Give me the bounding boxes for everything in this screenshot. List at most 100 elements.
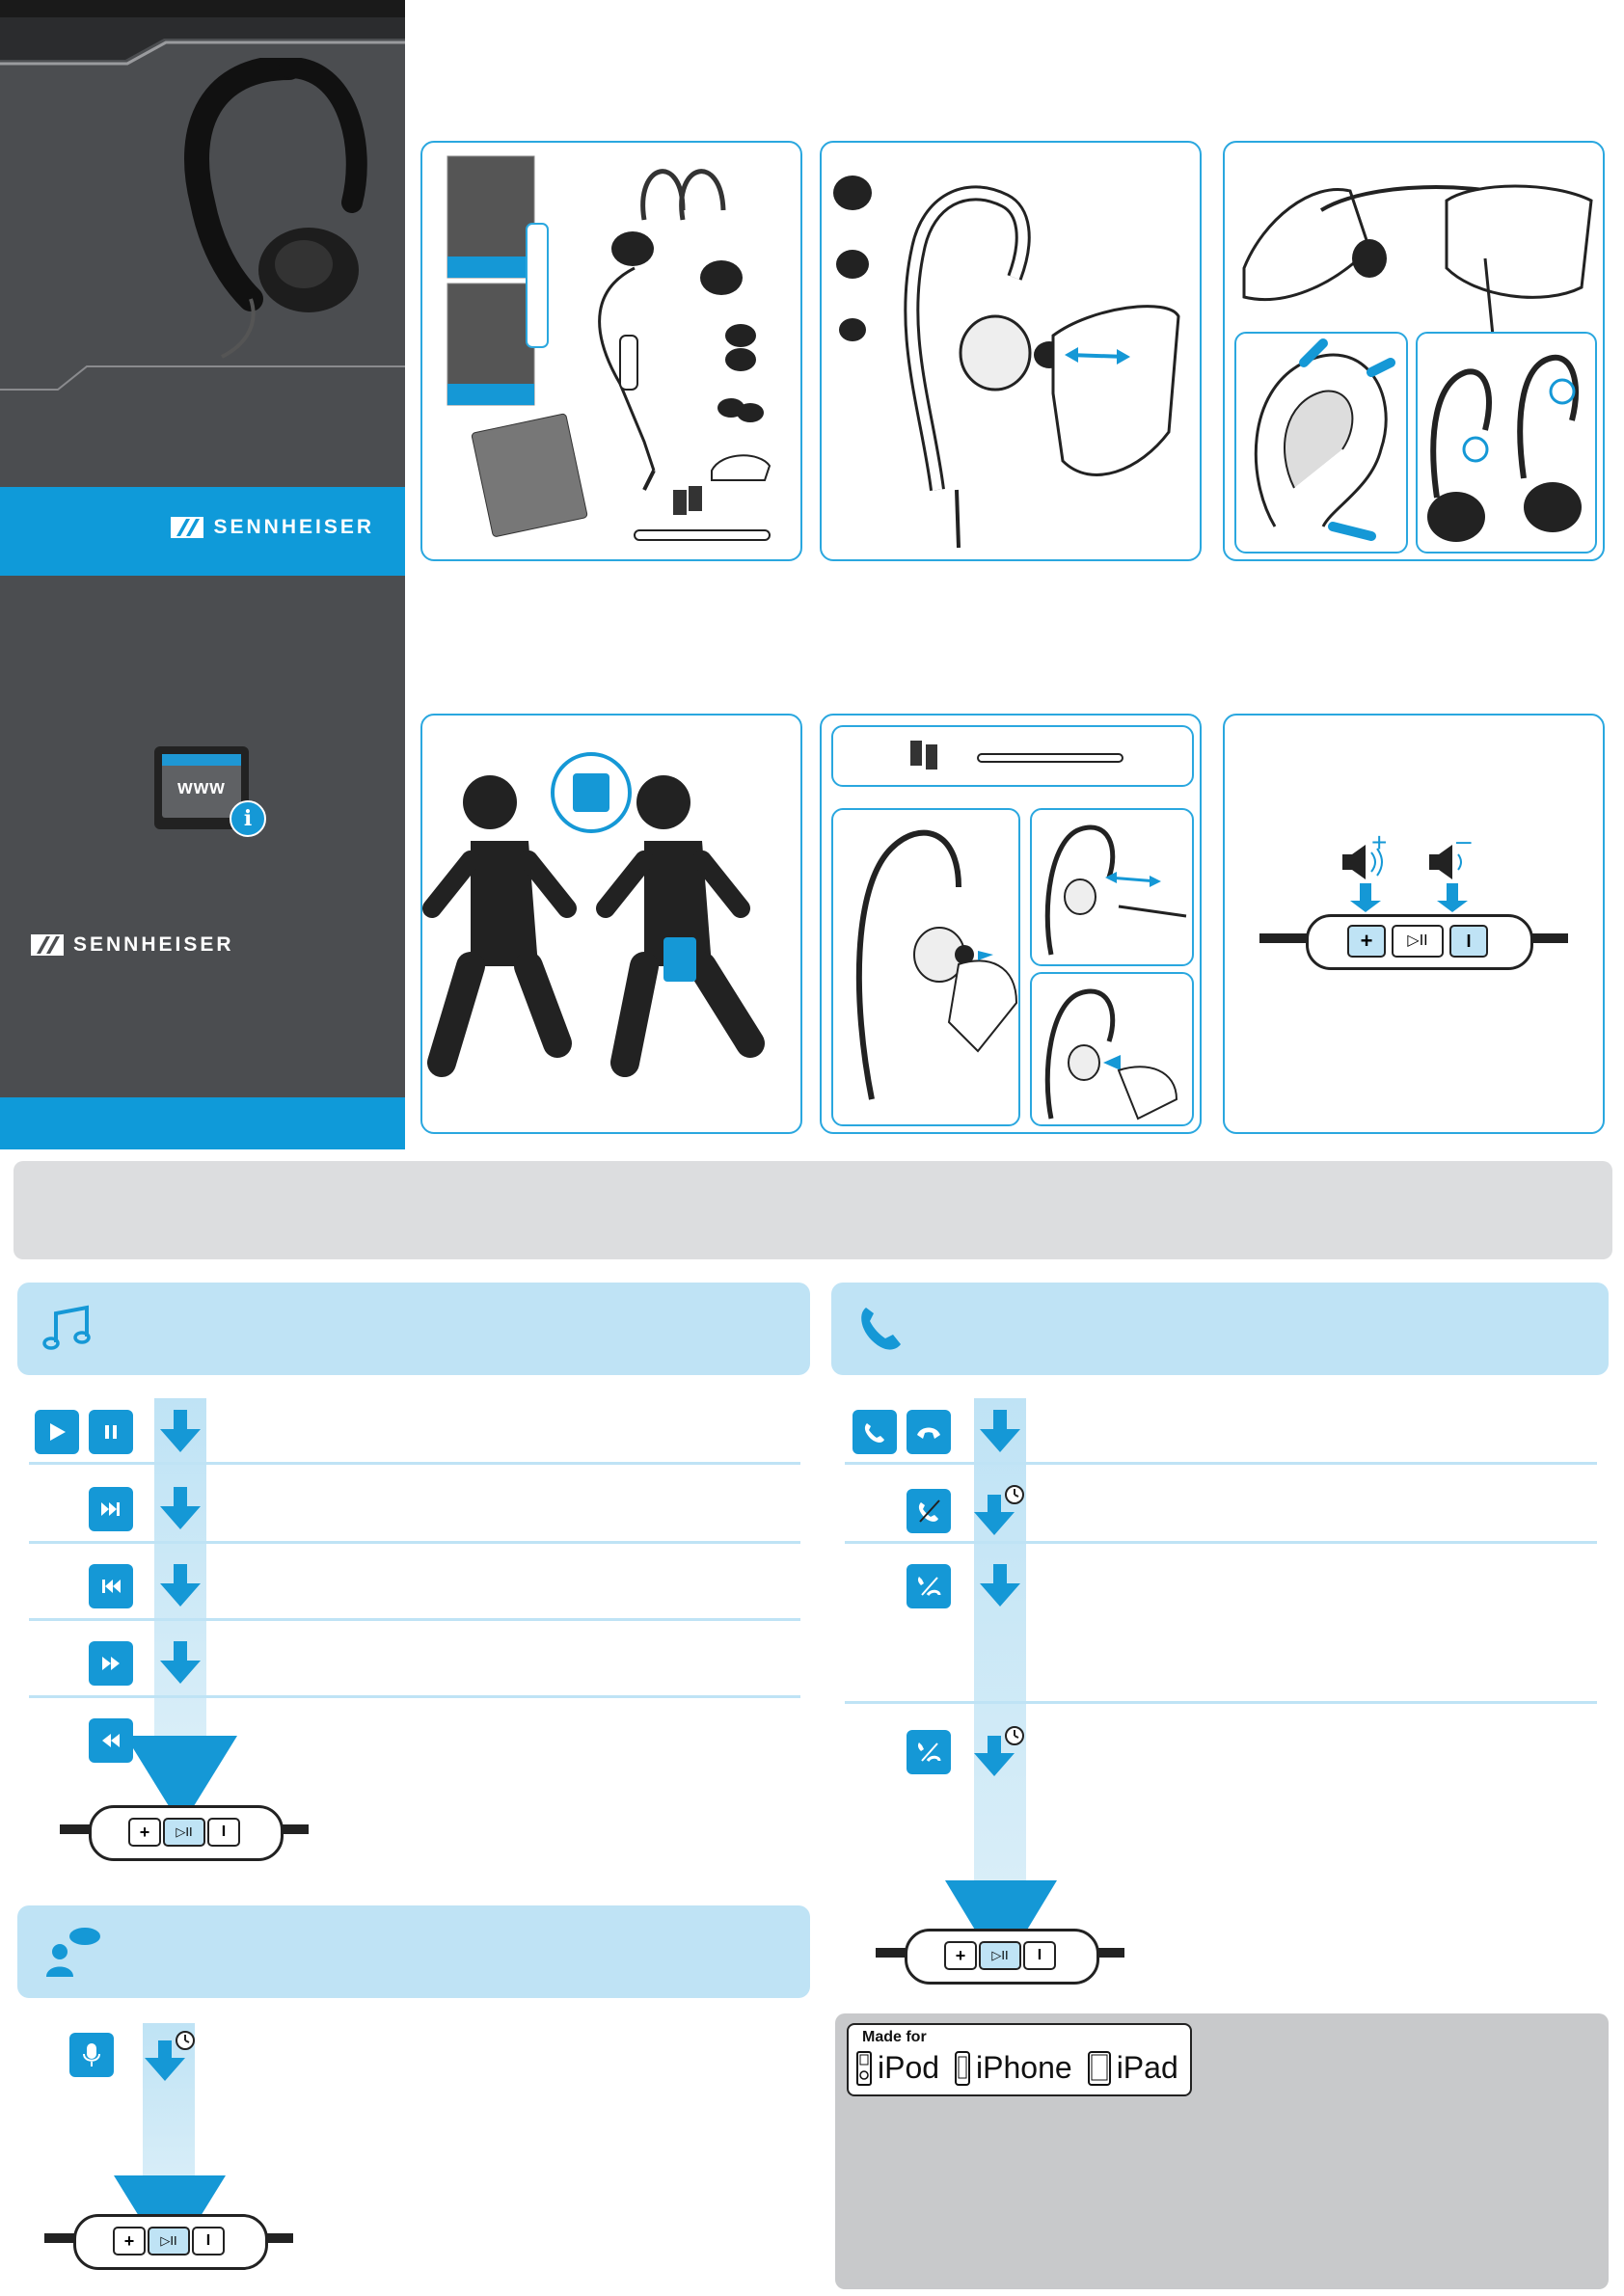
press-arrow-icon: [160, 1641, 201, 1688]
volume-remote: + ▷II I: [1259, 914, 1568, 970]
www-screen-inner: www: [162, 754, 241, 818]
ear-fit-illustration: [1254, 338, 1395, 541]
play-icon: [35, 1410, 79, 1454]
row-divider: [29, 1695, 800, 1698]
next-track-icon: [89, 1487, 133, 1531]
step-panel-contents: [420, 141, 802, 561]
subpanel-clean-earpiece: [831, 808, 1020, 1126]
end-call-icon: [907, 1410, 951, 1454]
switch-call-icon: [907, 1564, 951, 1608]
play-pause-button[interactable]: ▷II: [1392, 925, 1444, 958]
iphone-device-icon: [955, 2050, 971, 2086]
play-pause-button[interactable]: ▷II: [979, 1941, 1021, 1970]
music-section-header: [17, 1283, 810, 1375]
ipad-device-icon: [1087, 2050, 1111, 2086]
microphone-icon: [69, 2033, 114, 2077]
row-divider: [845, 1462, 1597, 1465]
brand-logo-bottom: SENNHEISER: [31, 933, 234, 957]
accept-call-icon: [853, 1410, 897, 1454]
pause-icon: [89, 1410, 133, 1454]
row-divider: [29, 1541, 800, 1544]
press-arrow-icon: [160, 1487, 201, 1534]
wearing-headphones-illustration: [1242, 184, 1593, 337]
press-arrow-icon: [980, 1410, 1020, 1457]
music-note-icon: [42, 1305, 91, 1350]
row-divider: [29, 1462, 800, 1465]
volume-plus-label: +: [1371, 827, 1388, 857]
volume-minus-button[interactable]: I: [207, 1818, 240, 1847]
play-pause-button[interactable]: ▷II: [148, 2227, 190, 2255]
volume-plus-button[interactable]: +: [113, 2227, 146, 2255]
carrying-player-illustration: [422, 752, 765, 1077]
volume-plus-button[interactable]: +: [128, 1818, 161, 1847]
brand-name-bottom: SENNHEISER: [73, 933, 234, 956]
step-panel-carrying: [420, 714, 802, 1134]
volume-minus-label: –: [1456, 825, 1472, 855]
www-screen-bar: [162, 754, 241, 766]
phone-arrow-column: [974, 1398, 1026, 1900]
press-hold-arrow-icon: [974, 1483, 1028, 1542]
remove-adapter-illustration: [1044, 824, 1187, 956]
ear-adapter-fitting-illustration: [833, 176, 1180, 549]
volume-minus-button[interactable]: I: [192, 2227, 225, 2255]
rewind-icon: [89, 1718, 133, 1763]
phone-press-arrow-head: [945, 1880, 1057, 1973]
fast-forward-icon: [89, 1641, 133, 1686]
made-for-box: Made for iPod iPhone iPad: [835, 2013, 1609, 2289]
brand-logo-top: SENNHEISER: [171, 516, 374, 539]
press-arrow-icon: [980, 1564, 1020, 1611]
device-list: iPod iPhone iPad: [856, 2050, 1178, 2086]
music-press-arrow-head: [125, 1736, 237, 1826]
previous-track-icon: [89, 1564, 133, 1608]
press-hold-arrow-icon: [145, 2029, 199, 2088]
made-for-label: Made for: [862, 2029, 927, 2045]
speaker-loud-icon: [1342, 845, 1383, 879]
cleaning-tools-illustration: [910, 741, 1123, 770]
info-icon: i: [230, 800, 266, 837]
step-panel-adapters: [820, 141, 1202, 561]
volume-plus-button[interactable]: +: [944, 1941, 977, 1970]
remote-body: + ▷II I: [73, 2214, 268, 2270]
remote-body: + ▷II I: [89, 1805, 284, 1861]
subpanel-insert-filter: [1030, 972, 1194, 1126]
remote-body: + ▷II I: [905, 1929, 1099, 1985]
iphone-label: iPhone: [976, 2050, 1072, 2085]
speaker-soft-icon: [1429, 845, 1462, 879]
end-call-switch-icon: [907, 1730, 951, 1774]
voice-remote: + ▷II I: [44, 2214, 293, 2270]
ipad-label: iPad: [1116, 2050, 1178, 2085]
volume-arrows-graphic: [1342, 845, 1468, 912]
cover-header-graphic: [0, 0, 405, 391]
sennheiser-logo-icon: [171, 517, 204, 538]
row-divider: [845, 1541, 1597, 1544]
headphone-product-image: [184, 58, 367, 359]
row-divider: [845, 1701, 1597, 1704]
subpanel-ear-fit: [1234, 332, 1408, 554]
ipod-device-icon: [856, 2050, 872, 2086]
volume-minus-button[interactable]: I: [1023, 1941, 1056, 1970]
phone-section-header: [831, 1283, 1609, 1375]
step-panel-volume: + – + ▷II I: [1223, 714, 1605, 1134]
music-remote: + ▷II I: [60, 1805, 309, 1861]
cover-column: SENNHEISER www i SENNHEISER: [0, 0, 405, 1149]
brand-name-top: SENNHEISER: [213, 516, 374, 538]
play-pause-button[interactable]: ▷II: [163, 1818, 205, 1847]
press-arrow-icon: [160, 1410, 201, 1457]
left-right-marking-illustration: [1427, 354, 1582, 542]
voice-section-header: [17, 1905, 810, 1998]
notice-strip: [14, 1161, 1612, 1259]
made-for-logo: Made for iPod iPhone iPad: [847, 2023, 1192, 2096]
insert-filter-illustration: [1044, 988, 1178, 1121]
volume-plus-button[interactable]: +: [1347, 925, 1386, 958]
press-arrow-icon: [160, 1564, 201, 1611]
subpanel-left-right: [1416, 332, 1597, 554]
press-hold-arrow-icon: [974, 1724, 1028, 1783]
remote-body: + ▷II I: [1306, 914, 1533, 970]
step-panel-cleaning: [820, 714, 1202, 1134]
voice-control-icon: [46, 1928, 100, 1977]
volume-minus-button[interactable]: I: [1449, 925, 1488, 958]
sennheiser-logo-icon: [31, 934, 64, 956]
package-contents-illustration: [447, 155, 771, 541]
phone-icon: [861, 1308, 901, 1350]
brand-band-bottom: [0, 1097, 405, 1149]
